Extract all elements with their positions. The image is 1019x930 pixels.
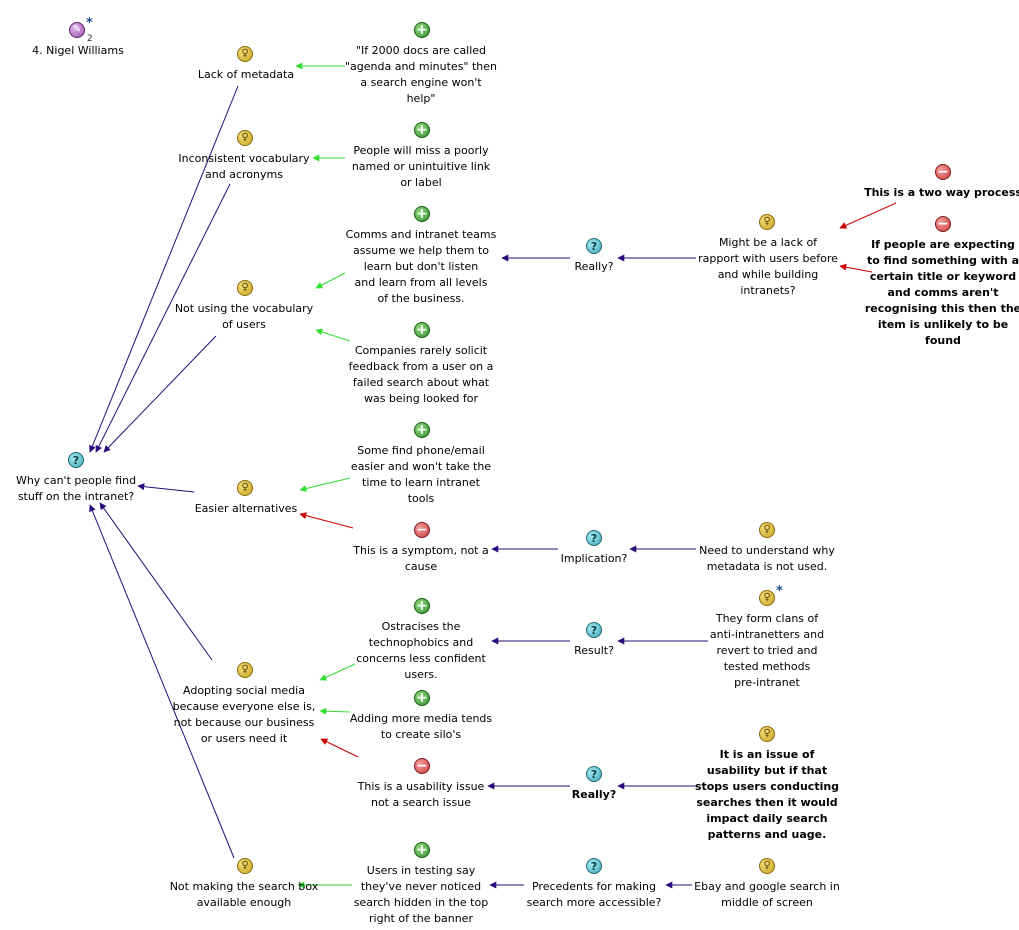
node-label: This is a two way process — [864, 186, 1019, 199]
node-label: "If 2000 docs are called "agenda and min… — [344, 44, 498, 105]
node-label: Adding more media tends to create silo's — [349, 712, 493, 741]
link-social-root — [99, 502, 213, 661]
plus-icon: + — [414, 842, 430, 858]
link-ostracise-social — [319, 663, 356, 681]
node-label: This is a symptom, not a cause — [353, 544, 489, 573]
map-icon[interactable]: ✎ — [69, 22, 85, 38]
node-label: Users in testing say they've never notic… — [353, 864, 489, 925]
node-label: Precedents for making search more access… — [526, 880, 662, 909]
link-usability-social — [320, 738, 359, 758]
node-label: Lack of metadata — [197, 68, 295, 81]
node-label: Inconsistent vocabulary and acronyms — [178, 152, 310, 181]
link-phone-easier — [299, 477, 351, 492]
plus-icon: + — [414, 322, 430, 338]
annotation-star-icon: * — [86, 16, 93, 31]
link-searchbox-root — [89, 504, 235, 859]
node-label: People will miss a poorly named or unint… — [351, 144, 491, 189]
link-metadata-root — [89, 85, 239, 453]
map-label: 4. Nigel Williams — [32, 44, 124, 57]
question-icon: ? — [586, 530, 602, 546]
bulb-icon: ♀ — [759, 522, 775, 538]
link-symptom-easier — [299, 512, 354, 529]
link-vocab-root — [95, 183, 231, 453]
node-label: They form clans of anti-intranetters and… — [709, 612, 825, 689]
plus-icon: + — [414, 206, 430, 222]
node-label: Ostracises the technophobics and concern… — [356, 620, 486, 681]
question-icon: ? — [586, 858, 602, 874]
node-label: Ebay and google search in middle of scre… — [694, 880, 840, 909]
question-icon: ? — [586, 766, 602, 782]
plus-icon: + — [414, 422, 430, 438]
node-label: Really? — [574, 260, 614, 273]
plus-icon: + — [414, 690, 430, 706]
question-icon: ? — [586, 622, 602, 638]
minus-icon: − — [414, 522, 430, 538]
node-label: Companies rarely solicit feedback from a… — [348, 344, 494, 405]
bulb-icon: ♀ — [237, 662, 253, 678]
minus-icon: − — [414, 758, 430, 774]
bulb-icon: ♀ — [237, 130, 253, 146]
question-icon: ? — [68, 452, 84, 468]
node-label: This is a usability issue not a search i… — [357, 780, 485, 809]
bulb-icon: ♀ — [237, 480, 253, 496]
bulb-icon: ♀ — [237, 280, 253, 296]
node-label: Not making the search box available enou… — [169, 880, 319, 909]
annotation-star-icon: * — [776, 584, 783, 599]
node-label: Might be a lack of rapport with users be… — [698, 236, 838, 297]
minus-icon: − — [935, 216, 951, 232]
link-silos-social — [319, 707, 351, 715]
bulb-icon: ♀ — [759, 590, 775, 606]
link-users-root — [103, 335, 217, 453]
node-label: It is an issue of usability but if that … — [694, 748, 840, 841]
node-label: Really? — [571, 788, 617, 801]
minus-icon: − — [935, 164, 951, 180]
bulb-icon: ♀ — [237, 858, 253, 874]
link-expect-rapport — [839, 263, 873, 273]
link-comms-users — [315, 272, 346, 289]
question-icon: ? — [586, 238, 602, 254]
node-label: Easier alternatives — [194, 502, 298, 515]
plus-icon: + — [414, 598, 430, 614]
link-easier-root — [137, 483, 195, 493]
bulb-icon: ♀ — [237, 46, 253, 62]
node-label: If people are expecting to find somethin… — [864, 238, 1019, 347]
node-label: Comms and intranet teams assume we help … — [345, 228, 497, 305]
bulb-icon: ♀ — [759, 726, 775, 742]
node-label: Need to understand why metadata is not u… — [699, 544, 835, 573]
node-label: Why can't people find stuff on the intra… — [15, 474, 137, 503]
map-count: 2 — [87, 34, 93, 44]
node-label: Result? — [574, 644, 614, 657]
node-label: Not using the vocabulary of users — [174, 302, 314, 331]
plus-icon: + — [414, 122, 430, 138]
plus-icon: + — [414, 22, 430, 38]
node-label: Implication? — [560, 552, 628, 565]
link-feedback-users — [315, 328, 351, 342]
node-label: Some find phone/email easier and won't t… — [350, 444, 492, 505]
node-label: Adopting social media because everyone e… — [172, 684, 316, 745]
link-twoway-rapport — [839, 202, 897, 229]
bulb-icon: ♀ — [759, 214, 775, 230]
bulb-icon: ♀ — [759, 858, 775, 874]
